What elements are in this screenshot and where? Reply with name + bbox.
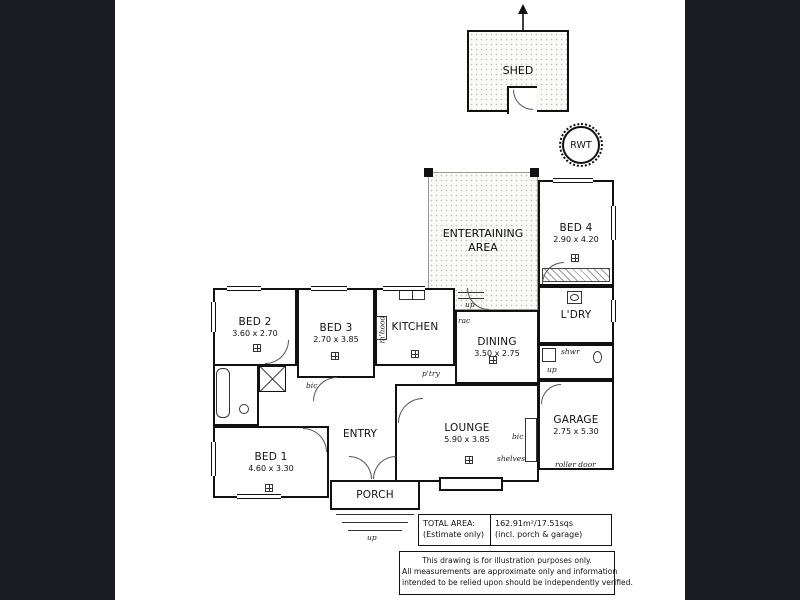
room-label: L'DRY [560,308,592,321]
pillar-icon [530,168,539,177]
window-icon [211,442,216,476]
basin-icon [239,404,249,414]
room-porch: PORCH [330,480,420,510]
room-label: LOUNGE [444,421,490,434]
room-label: ENTERTAINING AREA [442,227,524,254]
disclaimer-box: This drawing is for illustration purpose… [399,551,633,595]
light-fixture-icon [465,456,473,464]
room-dimensions: 4.60 x 3.30 [248,464,294,474]
room-label: SHED [502,64,534,78]
total-area-estimate: (Estimate only) [423,530,485,539]
bay-window [439,477,503,491]
up-label: up [547,365,557,374]
rac-label: rac [458,316,471,325]
lounge-bic-closet [525,418,537,462]
room-label: BED 1 [254,450,288,463]
bic-label: bic [512,432,524,441]
shower-label: shwr [561,347,580,356]
room-dimensions: 2.70 x 3.85 [313,335,359,345]
window-icon [311,286,347,291]
door-arc-icon [349,456,372,479]
shelves-label: shelves [497,454,526,463]
light-fixture-icon [489,356,497,364]
pantry-label: p'try [422,369,440,378]
toilet-icon [593,351,602,363]
room-dimensions: 3.60 x 2.70 [232,329,278,339]
light-fixture-icon [411,350,419,358]
room-lounge: LOUNGE 5.90 x 3.85 [395,384,539,482]
disclaimer-line: This drawing is for illustration purpose… [422,556,592,565]
laundry-trough-icon [567,291,582,304]
room-dimensions: 5.90 x 3.85 [444,435,490,445]
disclaimer-line: intended to be relied upon should be ind… [402,578,633,587]
rangehood-label: m'hood [377,315,387,344]
room-dimensions: 3.50 x 2.75 [474,349,520,359]
porch-step-line [342,522,408,523]
window-icon [383,286,425,291]
total-area-box: TOTAL AREA: (Estimate only) 162.91m²/17.… [418,514,612,546]
door-arc-icon [373,456,396,479]
up-label: up [465,300,475,309]
room-entertaining-area: ENTERTAINING AREA [428,172,538,310]
light-fixture-icon [253,344,261,352]
total-area-title: TOTAL AREA: [423,519,476,529]
porch-step-line [336,514,414,515]
room-label: PORCH [356,488,394,501]
rwt-label: RWT [570,139,592,151]
pillar-icon [424,168,433,177]
light-fixture-icon [571,254,579,262]
room-label: BED 2 [238,315,272,328]
up-label: up [367,533,377,542]
room-shed: SHED [467,30,569,112]
total-area-inclusions: (incl. porch & garage) [495,530,583,539]
light-fixture-icon [331,352,339,360]
floorplan-canvas: SHED RWT ENTERTAINING AREA BED 4 2.90 x … [115,0,685,600]
room-label: BED 4 [559,221,593,234]
room-label: DINING [477,335,517,348]
linen-cupboard [259,366,286,392]
window-icon [553,178,593,183]
left-letterbox-bar [0,0,115,600]
room-label: KITCHEN [391,320,439,333]
total-area-labels: TOTAL AREA: (Estimate only) [419,515,491,545]
room-bed3: BED 3 2.70 x 3.85 [297,288,375,378]
right-letterbox-bar [685,0,800,600]
window-icon [611,206,616,240]
disclaimer-line: All measurements are approximate only an… [402,567,618,576]
window-icon [211,302,216,332]
window-icon [227,286,261,291]
light-fixture-icon [265,484,273,492]
total-area-values: 162.91m²/17.51sqs (incl. porch & garage) [491,515,586,545]
window-icon [237,494,281,499]
shower-icon [542,348,556,362]
room-dimensions: 2.90 x 4.20 [553,235,599,245]
room-label: GARAGE [553,413,599,426]
room-bed2: BED 2 3.60 x 2.70 [213,288,297,366]
porch-step-line [348,530,402,531]
bic-label: bic [306,381,318,390]
window-icon [611,300,616,322]
total-area-value: 162.91m²/17.51sqs [495,519,574,529]
roller-door-label: roller door [555,460,596,469]
cooktop-icon [376,316,387,340]
room-label: BED 3 [319,321,353,334]
room-entry-label: ENTRY [325,422,395,441]
north-arrow-icon [518,4,528,31]
room-dining: DINING 3.50 x 2.75 [455,310,539,384]
room-label: ENTRY [343,428,377,440]
rainwater-tank: RWT [559,123,603,167]
room-dimensions: 2.75 x 5.30 [553,427,599,437]
bathtub-icon [216,368,230,418]
